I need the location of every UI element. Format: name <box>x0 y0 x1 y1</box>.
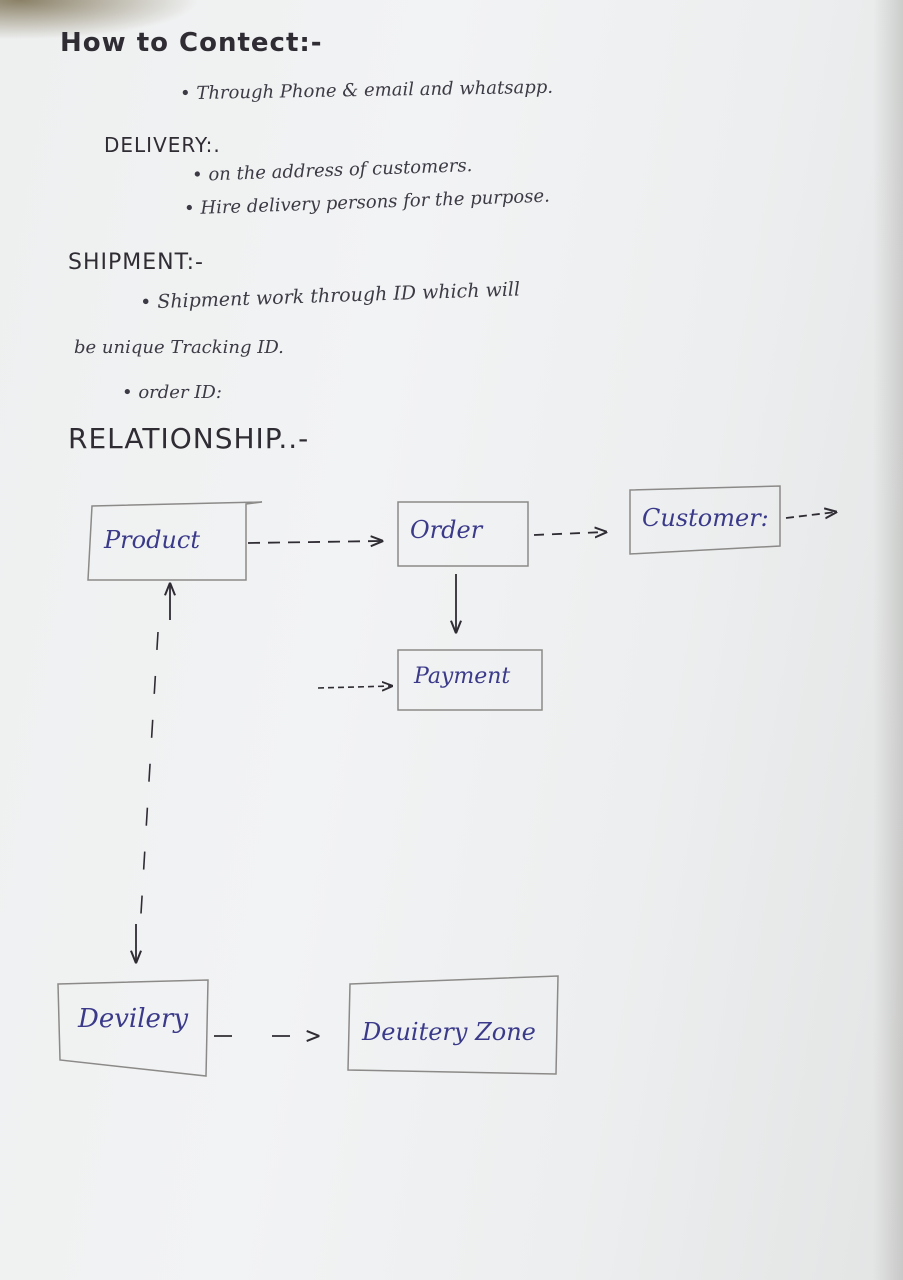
node-customer: Customer: <box>642 504 769 532</box>
shipment-heading: SHIPMENT:- <box>68 250 204 275</box>
delivery-zone-box <box>347 975 559 1075</box>
shipment-item-line2: be unique Tracking ID. <box>74 337 284 358</box>
arrow-order-to-customer <box>533 532 606 535</box>
node-delivery: Devilery <box>78 1004 189 1034</box>
customer-box <box>629 485 781 555</box>
payment-box <box>397 649 543 711</box>
arrow-customer-out <box>785 512 836 518</box>
node-delivery-zone: Deuitery Zone <box>362 1018 536 1046</box>
page-corner-shadow <box>0 0 200 40</box>
arrow-into-payment <box>317 686 392 688</box>
shipment-item-2: • order ID: <box>122 382 222 403</box>
relationship-heading: RELATIONSHIP..- <box>68 422 310 455</box>
order-box <box>397 501 529 567</box>
delivery-box <box>57 979 209 1077</box>
delivery-heading: DELIVERY:. <box>104 133 221 157</box>
page-edge-shadow <box>873 0 903 1280</box>
arrow-product-to-order <box>247 541 382 543</box>
product-box <box>87 501 263 581</box>
node-payment: Payment <box>414 664 511 689</box>
node-product: Product <box>104 526 200 554</box>
node-order: Order <box>410 516 483 544</box>
dashed-product-delivery <box>139 631 159 931</box>
contact-heading: How to Contect:- <box>60 28 323 58</box>
